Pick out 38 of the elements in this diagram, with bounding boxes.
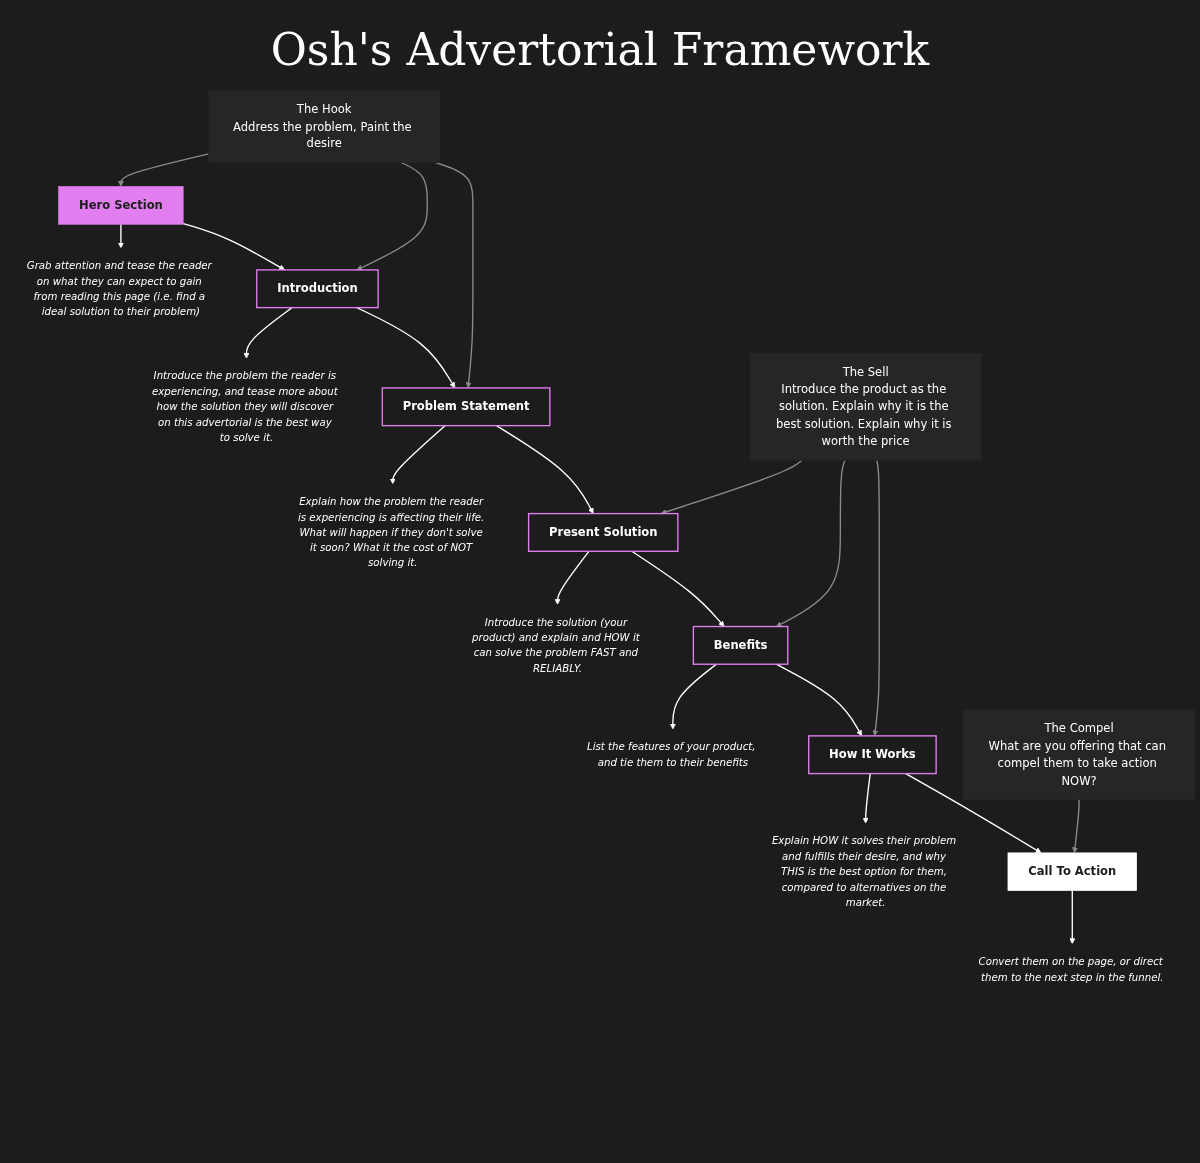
node-box: How It Works (808, 735, 937, 775)
arrow (776, 459, 846, 627)
node-text: Explain how the problem the reader is experiencing is affecting their life. What will happen if they don't solve it soon? What it the cost of NOT solving it. (297, 495, 485, 569)
node-text: Introduce the solution (your product) and explain and HOW it can solve the problem FAST and RELIABLY. (472, 616, 640, 675)
arrow (1069, 889, 1076, 945)
node-box: Problem Statement (381, 387, 551, 427)
node-text: Introduce the problem the reader is experiencing, and tease more about how the solution they will discover on this advertorial is the best way to solve it. (152, 369, 338, 444)
arrow (117, 223, 124, 249)
arrow (660, 459, 803, 515)
node-box: The Sell Introduce the product as the solution. Explain why it is the best solution. Explain why it is worth the price (749, 352, 982, 461)
arrow (1072, 798, 1080, 854)
arrow (182, 222, 285, 271)
arrow (862, 772, 871, 824)
title: Osh's Advertorial Framework (270, 24, 930, 75)
node-box: Introduction (256, 269, 379, 309)
arrow (356, 306, 456, 389)
node-box: Benefits (692, 625, 789, 665)
node-text: Convert them on the page, or direct them to the next step in the funnel. (978, 955, 1164, 983)
arrow (631, 550, 725, 627)
arrow (554, 550, 590, 605)
arrow (117, 153, 210, 187)
node-box: The Compel What are you offering that can compel them to take action NOW? (963, 709, 1195, 800)
arrow (872, 459, 880, 737)
arrow (356, 162, 428, 271)
arrow (775, 663, 863, 737)
node-text: List the features of your product, and tie them to their benefits (587, 740, 756, 769)
node-text: Explain HOW it solves their problem and fulfills their desire, and why THIS is the best option for them, compared to alternatives on the market. (771, 834, 957, 909)
arrow (435, 162, 474, 389)
arrow (905, 772, 1042, 854)
arrow (389, 424, 446, 485)
arrow (495, 424, 594, 514)
node-box: The Hook Address the problem, Paint the desire (208, 90, 440, 164)
node-box: Call To Action (1007, 852, 1137, 891)
node-box: Present Solution (527, 512, 679, 552)
arrow (243, 306, 293, 359)
arrow (669, 663, 717, 730)
node-text: Grab attention and tease the reader on what they can expect to gain from reading this page (i.e. find a ideal solution to their problem) (26, 259, 212, 318)
node-box: Hero Section (58, 186, 184, 225)
